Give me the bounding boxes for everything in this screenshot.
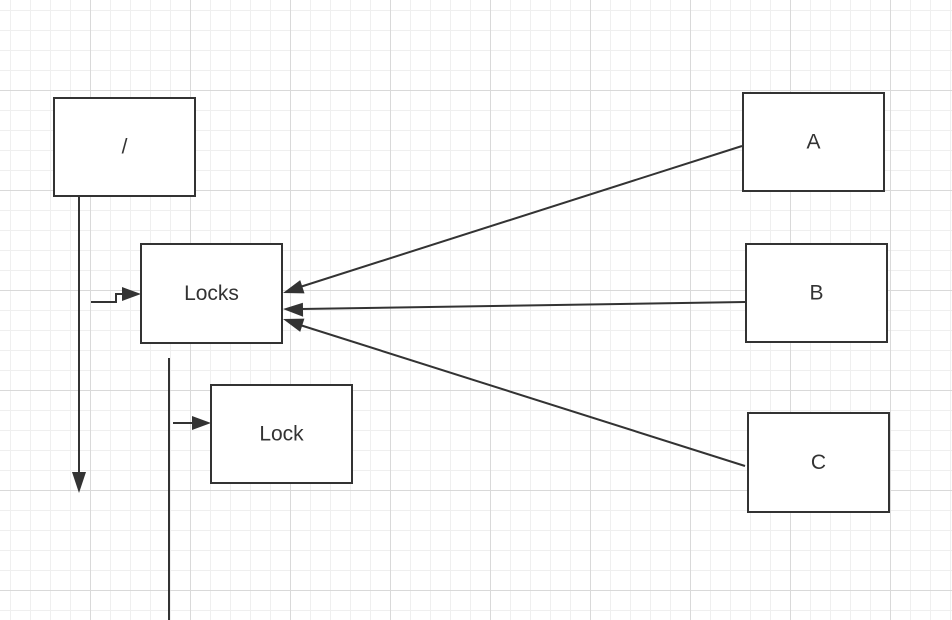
edges [72, 145, 746, 620]
edge-root-to-locks [91, 287, 141, 303]
node-a[interactable]: A [742, 92, 885, 192]
edge-c-to-locks [283, 318, 746, 467]
node-b[interactable]: B [745, 243, 888, 343]
node-label: C [811, 451, 826, 474]
node-label: Locks [184, 282, 239, 305]
edge-root-trunk [72, 192, 86, 493]
edge-b-to-locks [283, 301, 746, 317]
arrowhead [192, 416, 211, 430]
arrowhead [72, 472, 86, 493]
node-label: / [122, 136, 128, 159]
arrowhead [283, 280, 305, 294]
arrowhead [283, 302, 304, 317]
node-label: B [809, 282, 823, 305]
node-root[interactable]: / [53, 97, 196, 197]
node-locks[interactable]: Locks [140, 243, 283, 344]
node-label: Lock [259, 423, 304, 446]
node-label: A [806, 131, 820, 154]
arrowhead [122, 287, 141, 301]
node-lock[interactable]: Lock [210, 384, 353, 484]
edge-a-to-locks [283, 145, 743, 294]
edge-locks-to-lock [173, 416, 211, 430]
arrowhead [283, 318, 305, 332]
node-c[interactable]: C [747, 412, 890, 513]
